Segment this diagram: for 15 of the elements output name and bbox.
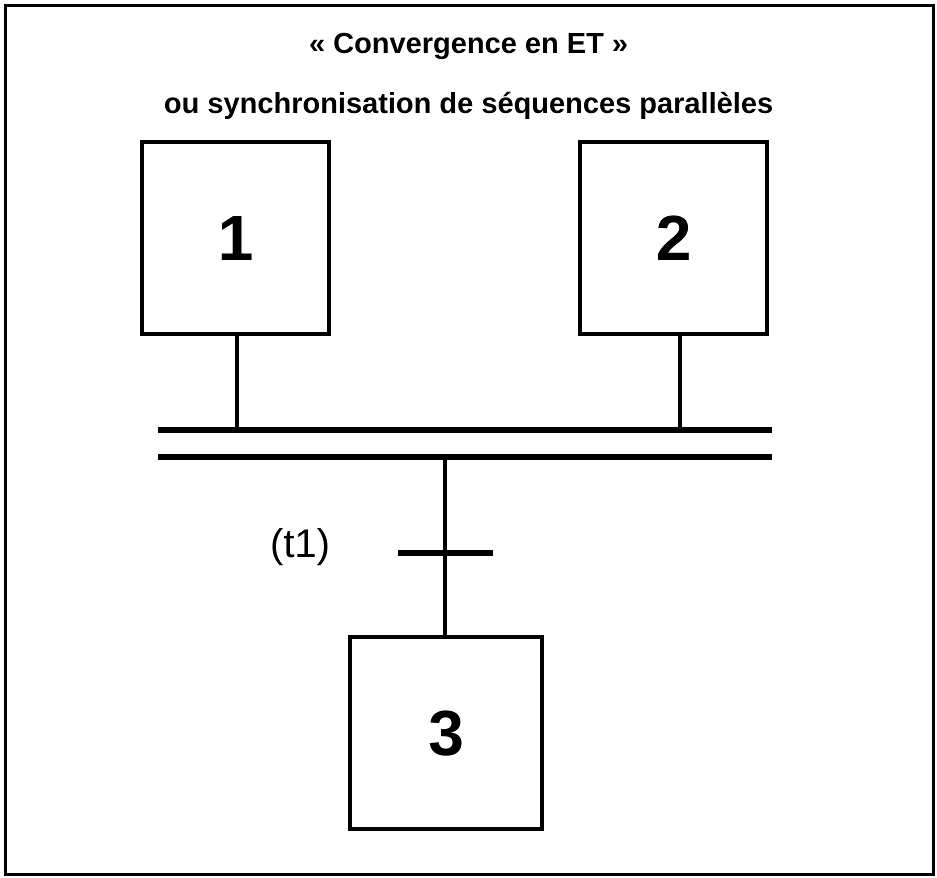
synchronization-double-bar: [158, 427, 772, 460]
connector-line: [678, 336, 682, 427]
step-number: 3: [428, 696, 464, 770]
step-box: [578, 140, 769, 336]
subtitle: ou synchronisation de séquences parallèles: [162, 88, 774, 121]
step-number: 1: [218, 201, 254, 275]
step-box: [140, 140, 331, 336]
step-box: [348, 635, 544, 831]
transition-label: (t1): [270, 522, 330, 567]
connector-line: [443, 556, 447, 635]
transition-bar: [398, 550, 493, 556]
title: « Convergence en ET »: [308, 28, 630, 61]
step-number: 2: [656, 201, 692, 275]
connector-line: [443, 460, 447, 550]
connector-line: [235, 336, 239, 427]
